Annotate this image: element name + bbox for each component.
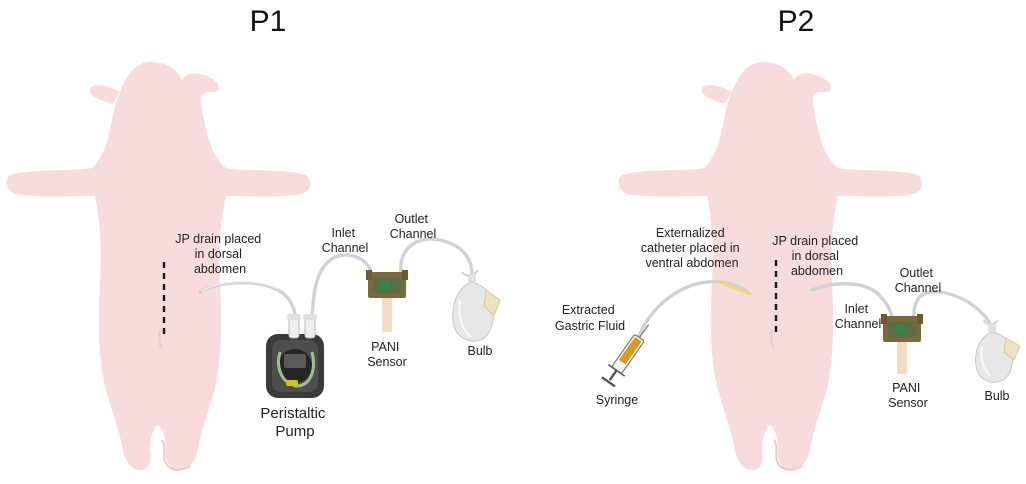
jp-drain-label: JP drain placed in dorsal abdomen	[175, 232, 264, 276]
pani-sensor-label: PANI Sensor	[367, 340, 407, 369]
outlet-channel-label: Outlet Channel	[895, 266, 942, 295]
peristaltic-pump-label: Peristaltic Pump	[260, 405, 329, 440]
bulb-icon	[975, 319, 1021, 383]
pani-sensor-icon	[881, 314, 923, 374]
catheter-label: Externalized catheter placed in ventral …	[641, 226, 743, 270]
bulb-label: Bulb	[467, 344, 492, 358]
syringe-icon	[601, 324, 650, 388]
inlet-channel-label: Inlet Channel	[322, 226, 369, 255]
inlet-channel-label: Inlet Channel	[835, 302, 882, 331]
panel-title: P1	[250, 5, 287, 38]
pani-sensor-icon	[366, 270, 408, 332]
bulb-label: Bulb	[984, 389, 1009, 403]
panel-title: P2	[778, 5, 815, 38]
bulb-icon	[452, 269, 501, 342]
jp-drain-label: JP drain placed in dorsal abdomen	[772, 234, 861, 278]
outlet-channel-label: Outlet Channel	[390, 212, 437, 241]
syringe-label: Syringe	[596, 393, 638, 407]
peristaltic-pump-icon	[266, 314, 324, 398]
panel-p2: P2	[555, 5, 1021, 471]
pani-sensor-label: PANI Sensor	[888, 381, 928, 410]
panel-p1: P1	[5, 5, 501, 471]
tubing	[634, 280, 992, 346]
gastric-fluid-label: Extracted Gastric Fluid	[555, 303, 625, 333]
